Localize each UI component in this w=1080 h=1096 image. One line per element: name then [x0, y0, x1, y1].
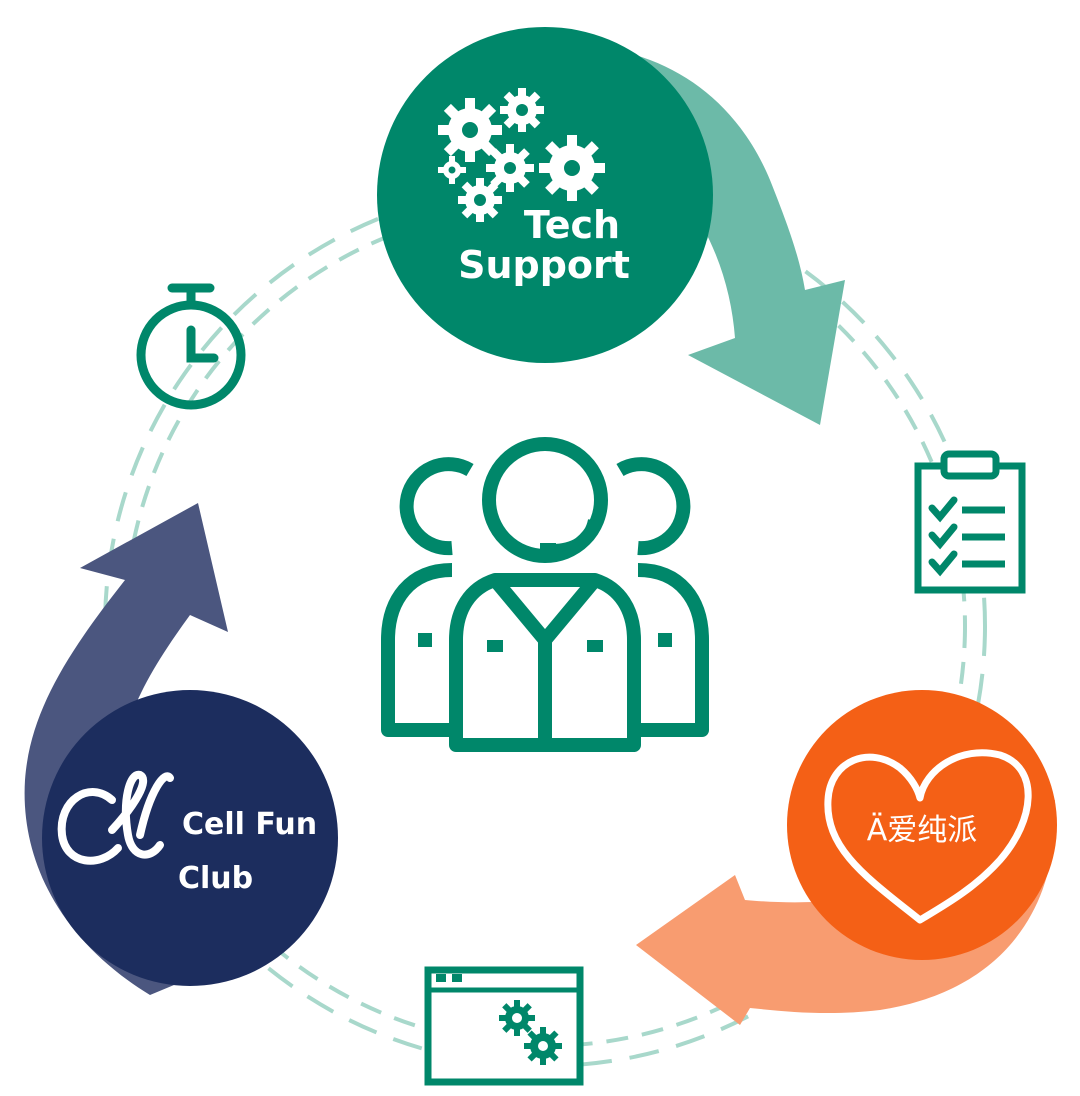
heart-logo-label: Ä爱纯派	[867, 812, 978, 848]
tech-support-node: Tech Support	[377, 27, 713, 363]
green-cycle-arrow	[470, 45, 845, 425]
cell-fun-club-node: Cell Fun Club	[42, 690, 338, 986]
cell-fun-club-line2: Club	[178, 861, 253, 896]
tech-support-line1: Tech	[524, 203, 620, 247]
heart-icon	[824, 749, 1032, 924]
browser-gears-icon	[424, 966, 584, 1086]
support-team-headset-icon	[381, 437, 709, 752]
cell-fun-club-line1: Cell Fun	[182, 807, 317, 842]
gears-icon	[438, 88, 605, 222]
heart-logo-node: Ä爱纯派	[787, 690, 1057, 960]
stopwatch-icon	[136, 283, 246, 410]
clipboard-checklist-icon	[914, 450, 1026, 594]
cell-fun-club-logo	[57, 770, 174, 865]
tech-support-line2: Support	[458, 243, 630, 287]
